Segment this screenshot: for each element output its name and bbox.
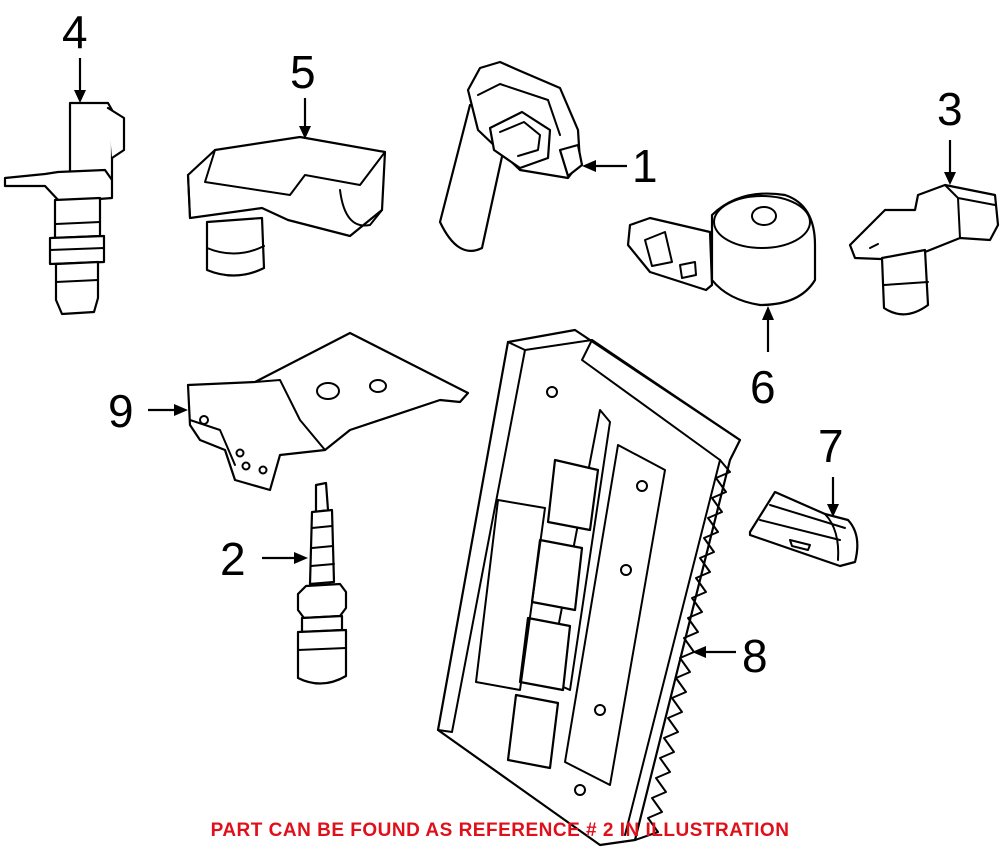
callout-6: 6 <box>750 361 776 413</box>
callout-4: 4 <box>62 6 88 58</box>
part-8-engine-control-module[interactable] <box>436 328 742 847</box>
reference-note: PART CAN BE FOUND AS REFERENCE # 2 IN IL… <box>210 820 790 841</box>
part-4-crankshaft-sensor[interactable] <box>3 101 126 316</box>
part-7-clip[interactable] <box>748 490 859 568</box>
callout-7: 7 <box>818 420 844 472</box>
callout-3: 3 <box>937 83 963 135</box>
part-2-spark-plug[interactable] <box>296 481 348 685</box>
callout-9: 9 <box>108 385 134 437</box>
callout-5: 5 <box>290 46 316 98</box>
part-5-map-sensor[interactable] <box>186 135 387 277</box>
callout-1: 1 <box>632 140 658 192</box>
callout-8: 8 <box>742 630 768 682</box>
part-9-bracket[interactable] <box>186 331 470 492</box>
callout-2: 2 <box>220 533 246 585</box>
part-3-camshaft-sensor[interactable] <box>848 183 1000 316</box>
part-6-knock-sensor[interactable] <box>626 192 817 307</box>
part-1-ignition-coil[interactable] <box>438 60 584 252</box>
leader-arrows <box>74 58 956 658</box>
